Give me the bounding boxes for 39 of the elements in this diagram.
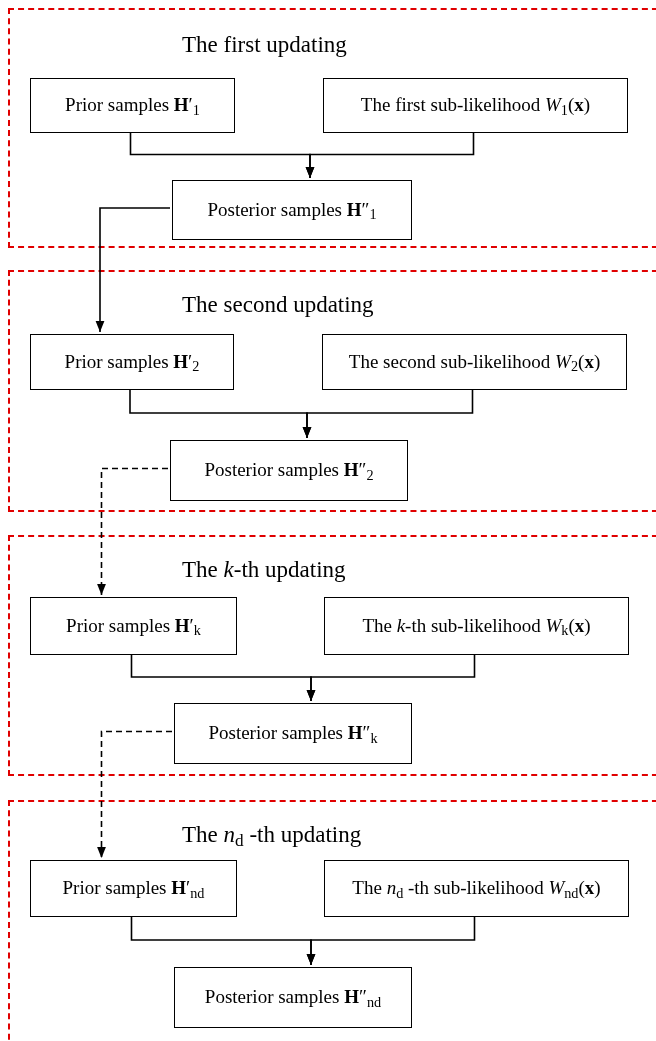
process-box: [30, 78, 235, 133]
box-label: Prior samples H′$_{1}$: [65, 93, 200, 120]
box-label: Prior samples H′$_{2}$: [64, 349, 200, 377]
process-box: [174, 967, 412, 1028]
process-box: [322, 334, 627, 390]
group-frame: [8, 8, 656, 248]
process-box: [323, 78, 628, 133]
box-label: Prior samples H′$_{nd}$: [62, 876, 205, 903]
group-frame: [8, 800, 656, 1041]
box-label: The first sub-likelihood W$_{1}$(x): [360, 93, 591, 120]
group-title: The first updating: [182, 31, 347, 59]
box-label: Posterior samples H″$_{nd}$: [204, 985, 382, 1012]
group-title: The n$_{d}$ -th updating: [182, 821, 362, 853]
group-title: The second updating: [182, 291, 374, 319]
arrow: [97, 730, 173, 859]
arrow: [305, 130, 475, 179]
arrow: [97, 467, 169, 596]
box-label: Prior samples H′$_{k}$: [66, 613, 201, 641]
process-box: [324, 597, 629, 655]
box-label: Posterior samples H″$_{k}$: [208, 721, 378, 748]
box-label: The second sub-likelihood W$_{2}$(x): [348, 349, 601, 377]
box-label: Posterior samples H″$_{1}$: [207, 197, 377, 225]
arrow: [302, 387, 474, 439]
process-box: [30, 597, 237, 655]
group-frame: [8, 270, 656, 512]
box-label: The k-th sub-likelihood W$_{k}$(x): [362, 613, 591, 641]
process-box: [170, 440, 408, 501]
process-box: [30, 334, 234, 390]
process-box: [174, 703, 412, 764]
arrow: [306, 652, 476, 702]
box-label: The n$_{d}$ -th sub-likelihood W$_{nd}$(x): [352, 876, 601, 903]
process-box: [30, 860, 237, 917]
arrow: [95, 207, 171, 333]
process-box: [172, 180, 412, 240]
arrow: [306, 914, 476, 966]
box-label: Posterior samples H″$_{2}$: [204, 458, 374, 485]
process-box: [324, 860, 629, 917]
group-frame: [8, 535, 656, 776]
group-title: The k-th updating: [182, 556, 346, 584]
